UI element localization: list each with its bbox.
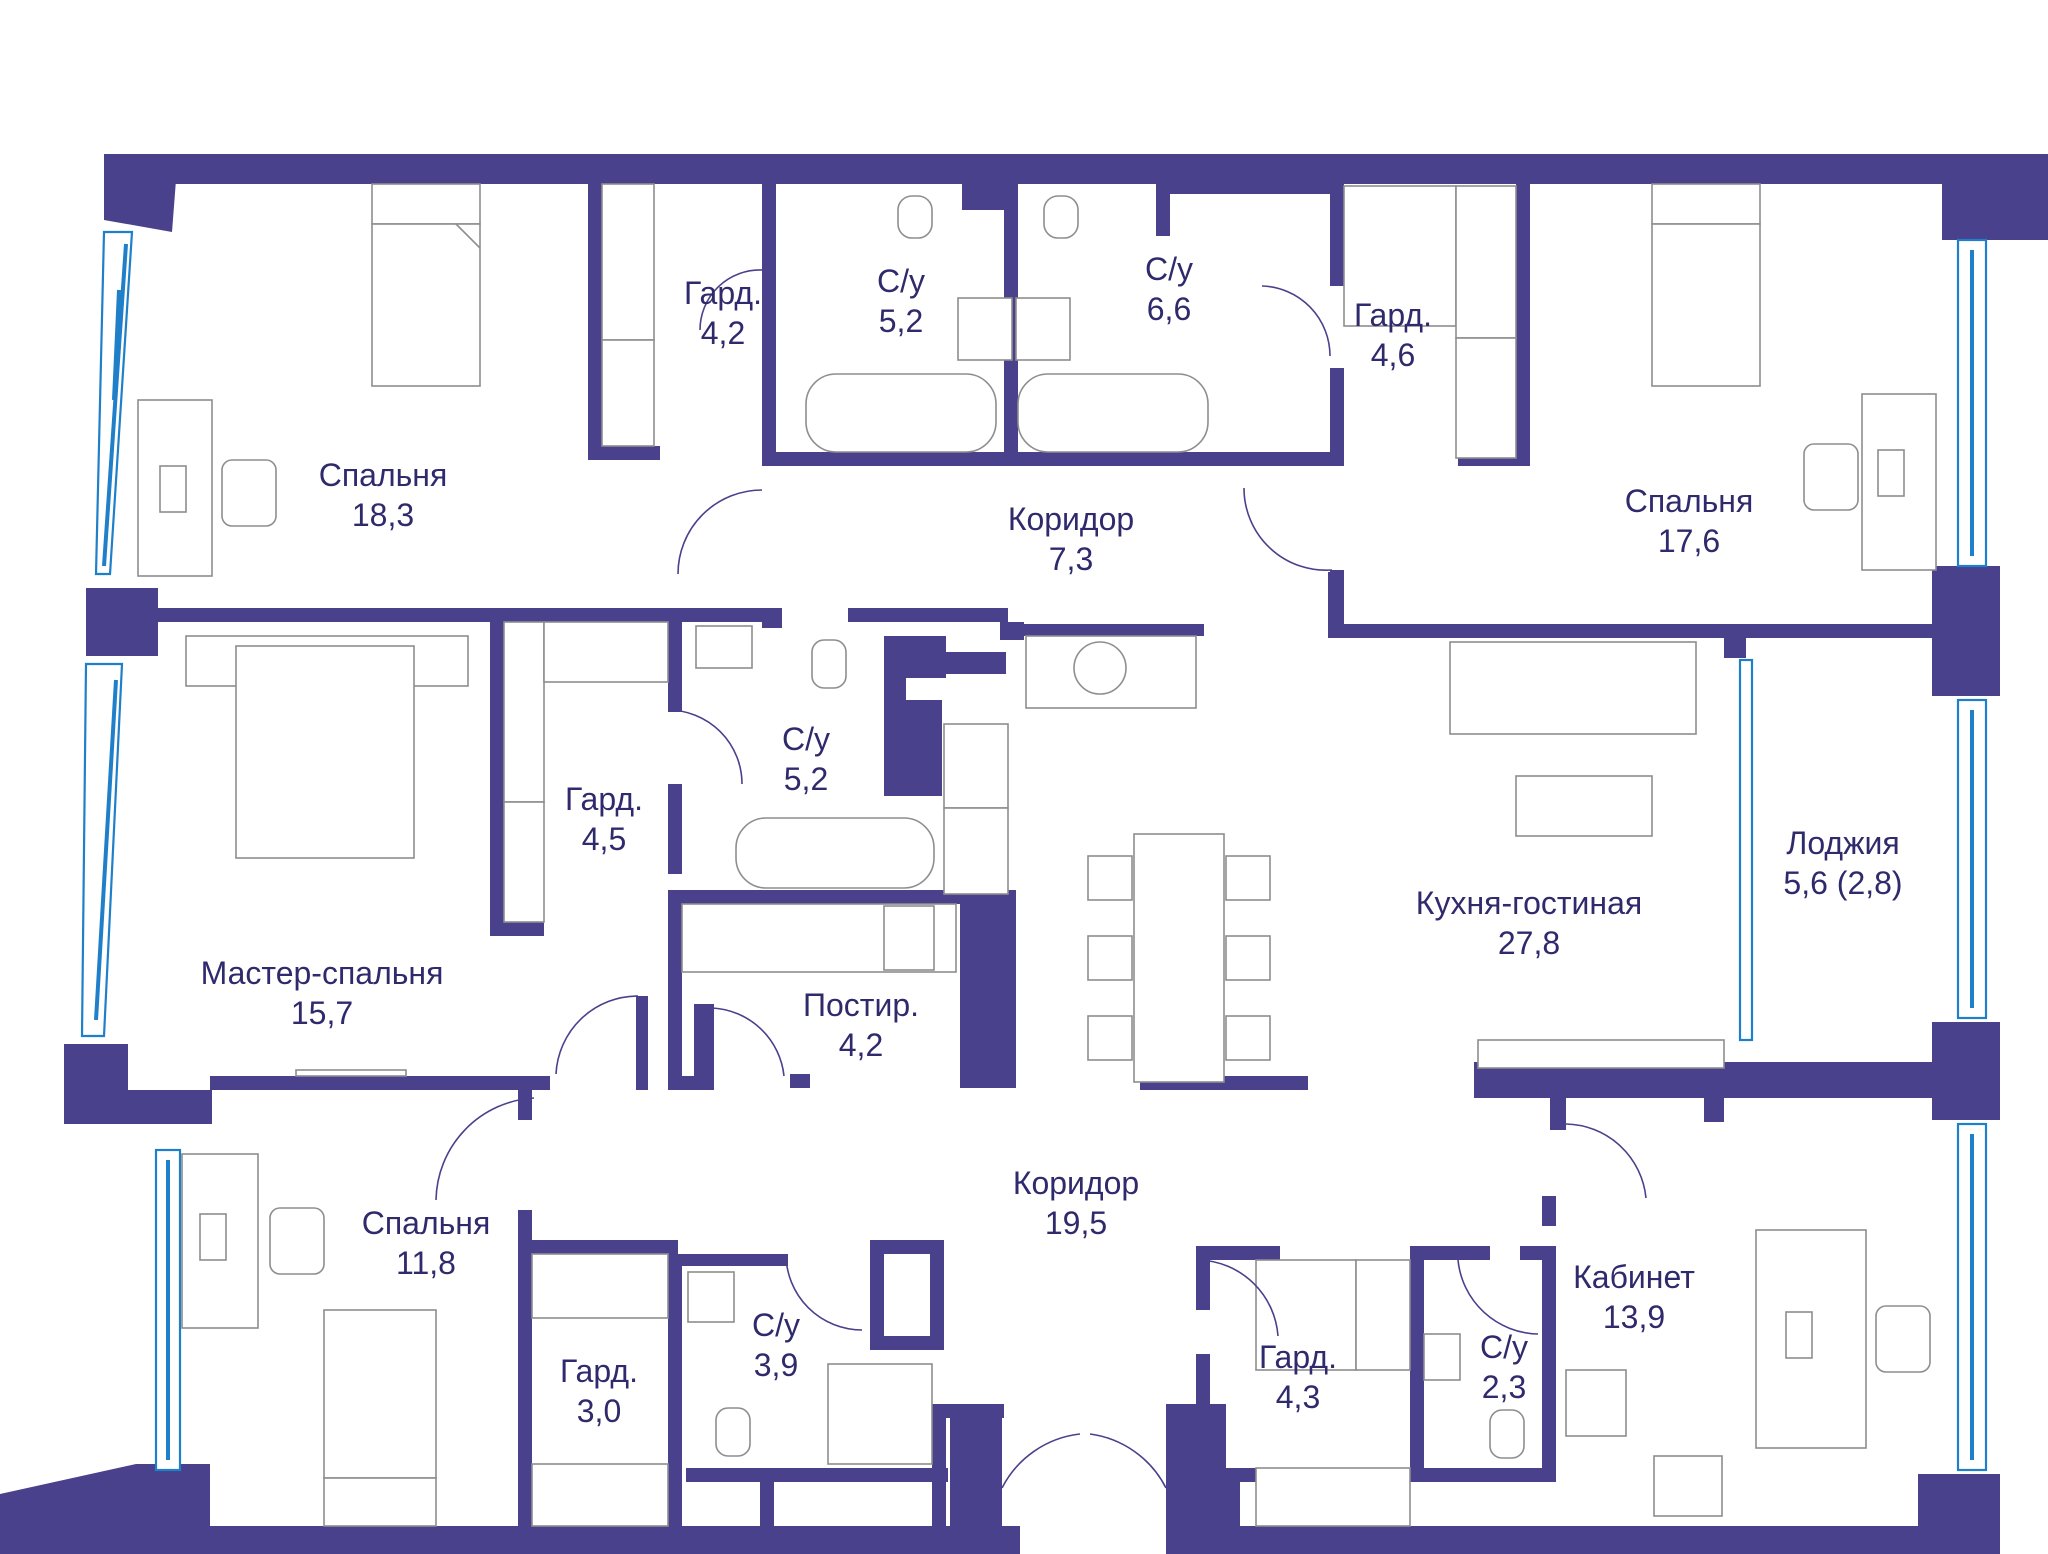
room-area-wardrobe-4: 3,0 <box>577 1393 621 1429</box>
room-name-bath-1: С/у <box>877 263 925 299</box>
room-area-bath-3: 5,2 <box>784 761 828 797</box>
room-area-wardrobe-3: 4,5 <box>582 821 626 857</box>
room-area-bedroom-ne: 17,6 <box>1658 523 1720 559</box>
room-name-bath-4: С/у <box>752 1307 800 1343</box>
room-area-bath-4: 3,9 <box>754 1347 798 1383</box>
room-area-bedroom-sw: 11,8 <box>396 1245 456 1281</box>
fixtures <box>137 183 1937 1527</box>
room-name-office: Кабинет <box>1573 1259 1695 1295</box>
room-name-wardrobe-1: Гард. <box>684 275 762 311</box>
room-name-wardrobe-4: Гард. <box>560 1353 638 1389</box>
room-name-wardrobe-5: Гард. <box>1259 1339 1337 1375</box>
room-name-bedroom-nw: Спальня <box>319 457 448 493</box>
walls <box>0 154 2048 1554</box>
room-name-loggia: Лоджия <box>1786 825 1899 861</box>
room-labels: Спальня 18,3 Гард. 4,2 С/у 5,2 С/у 6,6 Г… <box>201 251 1903 1429</box>
room-name-master-bedroom: Мастер-спальня <box>201 955 444 991</box>
room-area-loggia: 5,6 (2,8) <box>1783 865 1902 901</box>
room-area-bedroom-nw: 18,3 <box>352 497 414 533</box>
room-area-corridor-1: 7,3 <box>1049 541 1093 577</box>
room-area-wardrobe-2: 4,6 <box>1371 337 1415 373</box>
room-name-laundry: Постир. <box>803 987 919 1023</box>
room-name-bath-5: С/у <box>1480 1329 1528 1365</box>
windows <box>80 230 1988 1472</box>
doors <box>435 269 1647 1489</box>
room-name-corridor-2: Коридор <box>1013 1165 1139 1201</box>
room-area-master-bedroom: 15,7 <box>291 995 353 1031</box>
room-name-bedroom-ne: Спальня <box>1625 483 1754 519</box>
room-name-corridor-1: Коридор <box>1008 501 1134 537</box>
room-area-bath-5: 2,3 <box>1482 1369 1526 1405</box>
room-name-kitchen-living: Кухня-гостиная <box>1416 885 1642 921</box>
room-name-wardrobe-3: Гард. <box>565 781 643 817</box>
room-name-bath-2: С/у <box>1145 251 1193 287</box>
room-area-office: 13,9 <box>1603 1299 1665 1335</box>
room-name-wardrobe-2: Гард. <box>1354 297 1432 333</box>
room-name-bedroom-sw: Спальня <box>362 1205 491 1241</box>
room-name-bath-3: С/у <box>782 721 830 757</box>
room-area-laundry: 4,2 <box>839 1027 883 1063</box>
room-area-corridor-2: 19,5 <box>1045 1205 1107 1241</box>
room-area-bath-1: 5,2 <box>879 303 923 339</box>
room-area-kitchen-living: 27,8 <box>1498 925 1560 961</box>
room-area-bath-2: 6,6 <box>1147 291 1191 327</box>
room-area-wardrobe-1: 4,2 <box>701 315 745 351</box>
room-area-wardrobe-5: 4,3 <box>1276 1379 1320 1415</box>
